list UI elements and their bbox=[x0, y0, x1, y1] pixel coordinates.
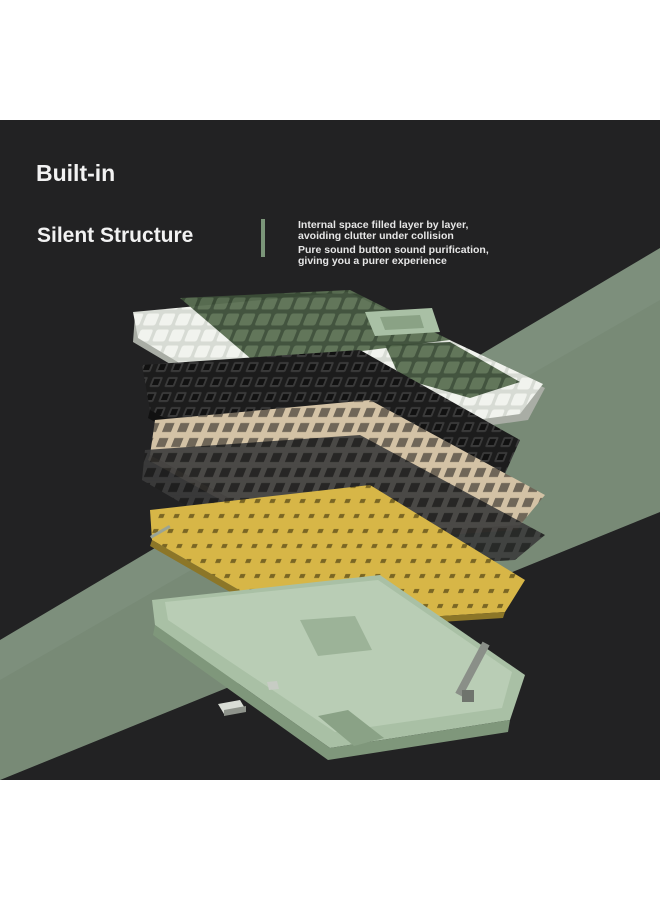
description-block-2: Pure sound button sound purification, gi… bbox=[298, 245, 489, 267]
accessories bbox=[218, 681, 384, 746]
headline-line-2: Silent Structure bbox=[37, 224, 194, 247]
headline-line-1: Built-in bbox=[36, 160, 116, 186]
description-line: avoiding clutter under collision bbox=[298, 230, 454, 242]
description-line: giving you a purer experience bbox=[298, 255, 447, 267]
description-block-1: Internal space filled layer by layer, av… bbox=[298, 220, 468, 242]
product-image: Built-in Silent Structure Internal space… bbox=[0, 120, 660, 780]
divider-bar bbox=[261, 219, 265, 257]
exploded-keyboard-illustration bbox=[0, 248, 660, 780]
case-layer bbox=[152, 575, 525, 760]
description-line: Internal space filled layer by layer, bbox=[298, 219, 469, 231]
description-line: Pure sound button sound purification, bbox=[298, 244, 489, 256]
